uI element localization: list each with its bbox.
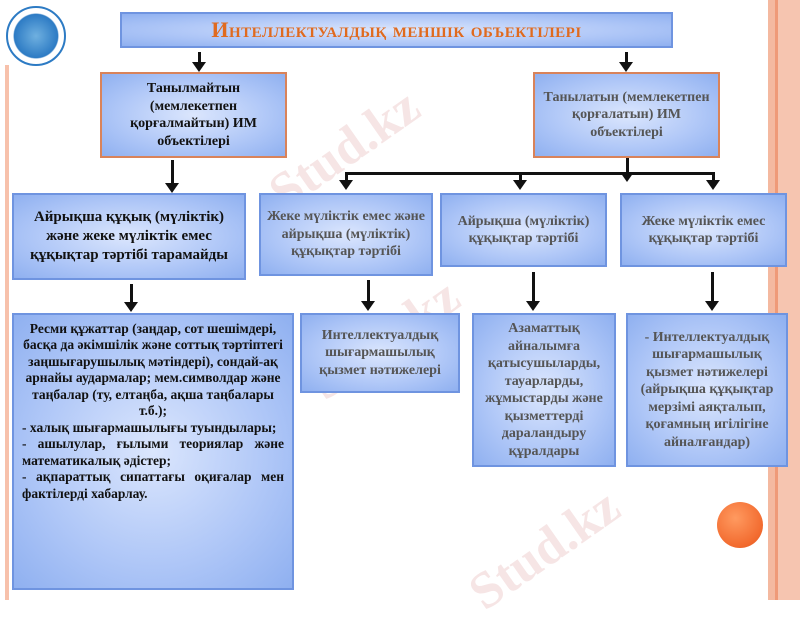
list-item: - ашылулар, ғылыми теориялар және матема… — [22, 436, 284, 468]
arrow-icon — [705, 272, 719, 311]
connector-line — [345, 172, 715, 175]
decor-stripe — [765, 0, 800, 600]
personal-rights-box: Жеке мүліктік емес құқықтар тәртібі — [620, 193, 787, 267]
arrow-icon — [619, 52, 633, 72]
arrow-icon — [361, 280, 375, 311]
arrow-icon — [339, 172, 353, 190]
arrow-icon — [706, 172, 720, 190]
decor-left-line — [5, 65, 9, 600]
no-rights-regime-box: Айрықша құқық (мүліктік) және жеке мүлік… — [12, 193, 246, 280]
arrow-icon — [513, 172, 527, 190]
list-item: - халық шығармашылығы туындылары; — [22, 419, 277, 435]
official-documents-box: Ресми құжаттар (заңдар, сот шешімдері, б… — [12, 313, 294, 590]
creative-results-box: Интеллектуалдық шығармашылық қызмет нәти… — [300, 313, 460, 393]
identification-means-box: Азаматтық айналымға қатысушыларды, тауар… — [472, 313, 616, 467]
public-domain-results-box: - Интеллектуалдық шығармашылық қызмет нә… — [626, 313, 788, 467]
personal-and-exclusive-rights-box: Жеке мүліктік емес және айрықша (мүлікті… — [259, 193, 433, 276]
arrow-icon — [165, 160, 179, 193]
page-title: Интеллектуалдық меншік объектілері — [120, 12, 673, 48]
protected-objects-box: Танылатын (мемлекетпен қорғалатын) ИМ об… — [533, 72, 720, 158]
exclusive-rights-box: Айрықша (мүліктік) құқықтар тәртібі — [440, 193, 607, 267]
list-item: - ақпараттық сипаттағы оқиғалар мен факт… — [22, 469, 284, 501]
watermark: Stud.kz — [458, 477, 631, 622]
orange-circle-button[interactable] — [717, 502, 763, 548]
connector-line — [620, 158, 634, 182]
unprotected-objects-box: Танылмайтын (мемлекетпен қорғалмайтын) И… — [100, 72, 287, 158]
university-logo — [6, 6, 66, 66]
arrow-icon — [526, 272, 540, 311]
arrow-icon — [124, 284, 138, 312]
official-documents-text: Ресми құжаттар (заңдар, сот шешімдері, б… — [23, 321, 283, 419]
arrow-icon — [192, 52, 206, 72]
